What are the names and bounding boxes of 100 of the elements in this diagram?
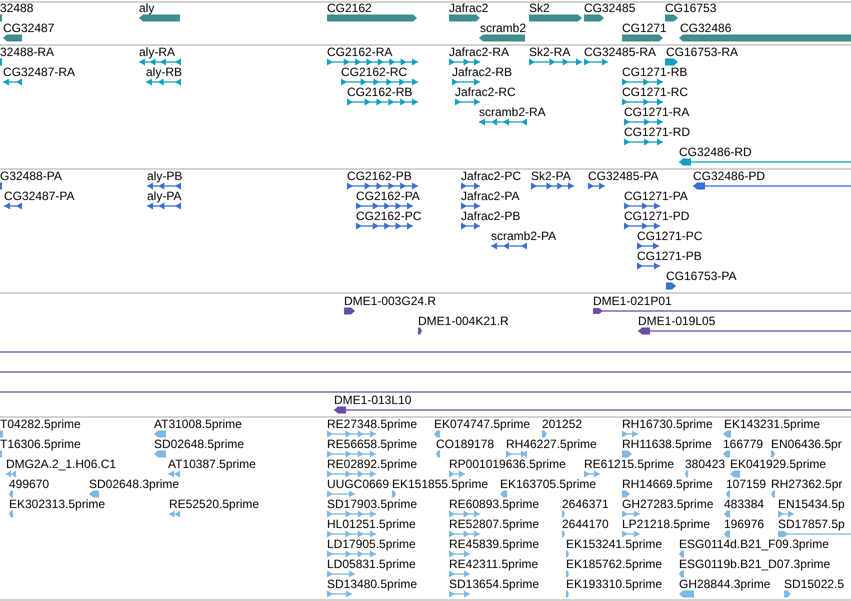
feature-label: EK041929.5prime	[730, 457, 826, 471]
feature-label: EK193310.5prime	[566, 577, 662, 591]
feature-label: EK143231.5prime	[724, 417, 820, 431]
feature-label: G32488-PA	[0, 169, 62, 183]
feature-label: ESG0114d.B21_F09.3prime	[679, 537, 829, 551]
feature-label: aly-PB	[147, 169, 182, 183]
feature-label: Jafrac2-PC	[461, 169, 522, 183]
feature-label: HL01251.5prime	[327, 517, 416, 531]
feature-label: EK185762.5prime	[566, 557, 662, 571]
feature-label: scramb2	[480, 21, 526, 35]
feature-label: SD02648.5prime	[154, 437, 244, 451]
feature-label: CG1271-PC	[637, 229, 702, 243]
feature-label: 2644170	[562, 517, 609, 531]
feature-label: Sk2	[529, 1, 550, 15]
feature-label: RE27348.5prime	[327, 417, 418, 431]
feature-label: CG16753-PA	[666, 269, 736, 283]
feature-label: GH28844.3prime	[679, 577, 770, 591]
feature-label: 32488	[0, 1, 34, 15]
feature-label: CG32487	[3, 21, 54, 35]
feature-label: LD05831.5prime	[327, 557, 416, 571]
feature-label: CG2162-PC	[356, 209, 422, 223]
feature-label: EK163705.5prime	[500, 477, 596, 491]
feature-label: GH27283.5prime	[622, 497, 714, 511]
feature-label: DME1-013L10	[334, 393, 412, 407]
feature-label: RE52520.5prime	[169, 497, 260, 511]
feature-label: 380423	[685, 457, 726, 471]
feature-label: Jafrac2-RA	[449, 45, 510, 59]
feature-label: RE56658.5prime	[327, 437, 418, 451]
feature-label: 499670	[9, 477, 50, 491]
feature-label: RE60893.5prime	[449, 497, 540, 511]
feature-label: DME1-004K21.R	[418, 314, 509, 328]
feature-label: 166779	[723, 437, 764, 451]
feature-label: RH27362.5pr	[771, 477, 842, 491]
feature-label: Jafrac2-RC	[455, 85, 516, 99]
feature-label: EK302313.5prime	[9, 497, 106, 511]
feature-label: RE52807.5prime	[449, 517, 540, 531]
feature-label: CG2162-PA	[356, 189, 420, 203]
feature-label: Jafrac2-RB	[452, 65, 512, 79]
feature-label: aly-RA	[139, 45, 176, 59]
feature-label: Sk2-PA	[531, 169, 571, 183]
feature-label: SD17903.5prime	[327, 497, 418, 511]
feature-label: EN15434.5p	[778, 497, 845, 511]
feature-label: RH46227.5prime	[506, 437, 597, 451]
feature-label: aly-PA	[147, 189, 182, 203]
feature-label: EK074747.5prime	[434, 417, 530, 431]
feature-label: CG1271-RB	[622, 65, 688, 79]
feature-label: CG32487-PA	[4, 189, 74, 203]
feature-label: scramb2-PA	[491, 229, 556, 243]
feature-label: scramb2-RA	[479, 105, 546, 119]
feature-label: CG32487-RA	[3, 65, 76, 79]
feature-label: CG32486-PD	[693, 169, 766, 183]
feature-label: aly-RB	[146, 65, 182, 79]
feature-label: ESG0119b.B21_D07.3prime	[679, 557, 830, 571]
feature-label: aly	[139, 1, 154, 15]
feature-label: CG2162-RB	[347, 85, 412, 99]
feature-label: 196976	[724, 517, 764, 531]
feature-label: RH16730.5prime	[622, 417, 713, 431]
feature-label: CG1271-RA	[624, 105, 690, 119]
feature-label: SD02648.3prime	[89, 477, 180, 491]
feature-label: CG2162-RA	[327, 45, 392, 59]
feature-label: CG32485	[584, 1, 636, 15]
feature-label: CG32486	[680, 21, 732, 35]
feature-label: DMG2A.2_1.H06.C1	[6, 457, 116, 471]
feature-label: EK153241.5prime	[566, 537, 662, 551]
feature-label: CG1271-PA	[624, 189, 688, 203]
feature-label: RP001019636.5prime	[449, 457, 566, 471]
feature-label: RH11638.5prime	[622, 437, 712, 451]
feature-label: RE42311.5prime	[449, 557, 538, 571]
feature-label: SD15022.5	[784, 577, 844, 591]
feature-label: CG1271-RC	[622, 85, 688, 99]
feature-label: SD13654.5prime	[449, 577, 540, 591]
feature-label: RE45839.5prime	[449, 537, 540, 551]
feature-label: UUGC0669	[327, 477, 390, 491]
feature-label: CG32485-PA	[588, 169, 658, 183]
feature-label: CG32485-RA	[584, 45, 656, 59]
feature-label: CG1271-PB	[637, 249, 702, 263]
feature-label: RE61215.5prime	[584, 457, 674, 471]
feature-label: SD17857.5p	[778, 517, 845, 531]
feature-label: CG2162	[327, 1, 372, 15]
feature-label: AT31008.5prime	[154, 417, 242, 431]
feature-label: SD13480.5prime	[327, 577, 418, 591]
feature-label: Sk2-RA	[529, 45, 570, 59]
feature-label: CG32486-RD	[679, 145, 752, 159]
feature-label: DME1-019L05	[638, 314, 716, 328]
feature-label: EK151855.5prime	[392, 477, 488, 491]
feature-label: LP21218.5prime	[622, 517, 710, 531]
feature-label: RE02892.5prime	[327, 457, 418, 471]
feature-label: 201252	[542, 417, 582, 431]
feature-label: AT10387.5prime	[168, 457, 256, 471]
feature-label: LD17905.5prime	[327, 537, 416, 551]
feature-label: Jafrac2-PA	[461, 189, 520, 203]
feature-label: Jafrac2	[449, 1, 488, 15]
feature-label: 483384	[724, 497, 764, 511]
feature-label: RH14669.5prime	[622, 477, 713, 491]
feature-label: T04282.5prime	[0, 417, 81, 431]
feature-label: CG16753-RA	[666, 45, 738, 59]
feature-label: CG1271	[622, 21, 667, 35]
feature-label: Jafrac2-PB	[461, 209, 520, 223]
feature-label: CG1271-PD	[624, 209, 690, 223]
feature-label: DME1-003G24.R	[344, 294, 436, 308]
